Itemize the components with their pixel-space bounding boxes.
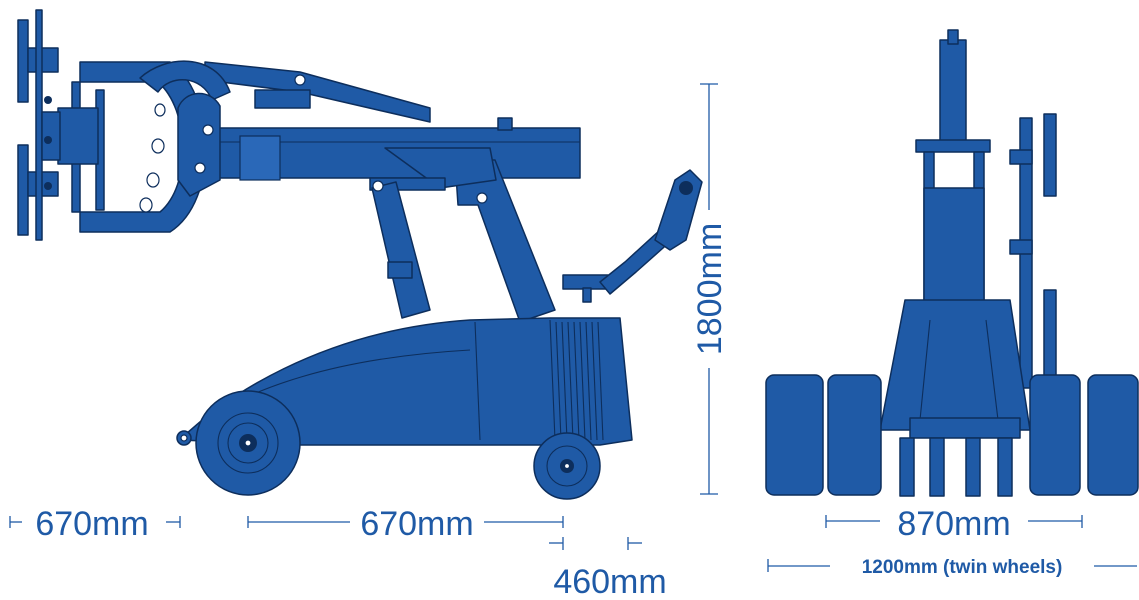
- track-width-label: 870mm: [897, 505, 1010, 543]
- mast: [369, 147, 556, 323]
- wheelbase-label: 670mm: [360, 505, 473, 543]
- grille: [549, 319, 604, 441]
- lifting-head: [17, 9, 231, 241]
- boom-arm: [204, 61, 581, 181]
- dimension-twin-wheel-width: 1200mm (twin wheels): [767, 557, 1137, 578]
- rear-wheel: [533, 432, 601, 500]
- dimension-front-overhang: 670mm: [9, 505, 181, 543]
- front-wheel: [195, 390, 301, 496]
- rear-overhang-label: 460mm: [553, 563, 666, 600]
- dimension-height: 1800mm: [691, 83, 729, 495]
- dimension-wheelbase: 670mm: [247, 505, 564, 543]
- front-overhang-label: 670mm: [35, 505, 148, 543]
- side-view-machine: [17, 9, 703, 500]
- front-view-machine: [765, 29, 1139, 497]
- dimension-rear-overhang: 460mm: [549, 537, 667, 600]
- tiller-handle: [562, 169, 703, 303]
- height-label: 1800mm: [691, 223, 729, 355]
- chassis: [176, 317, 633, 446]
- dimension-track-width: 870mm: [825, 505, 1083, 543]
- twin-wheel-width-label: 1200mm (twin wheels): [862, 557, 1063, 578]
